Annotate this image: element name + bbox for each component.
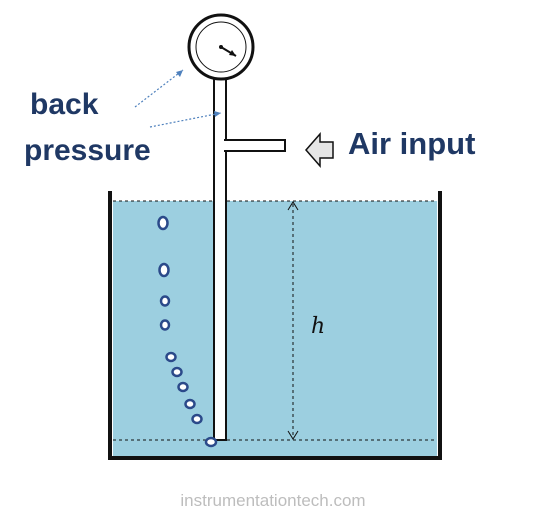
pointer-arrowhead-gauge <box>176 70 183 77</box>
height-arrow-bottom <box>287 430 299 440</box>
pressure-gauge-icon <box>187 13 255 81</box>
height-label: h <box>311 314 326 339</box>
back-label: back <box>30 88 99 121</box>
air-input-label: Air input <box>348 126 476 161</box>
pressure-label: pressure <box>24 134 151 167</box>
air-bubble-icon <box>157 215 218 448</box>
back-pressure-pointer-tube <box>149 112 222 128</box>
back-pressure-pointer-gauge <box>134 69 184 108</box>
branch-joint-mask <box>222 141 228 150</box>
air-inlet-branch <box>224 139 286 152</box>
height-arrow-top <box>287 201 299 211</box>
watermark: instrumentationtech.com <box>180 491 366 510</box>
arrow-left-icon <box>305 132 334 168</box>
pointer-arrowhead-tube <box>214 111 221 117</box>
tank-outline <box>108 191 442 460</box>
dip-tube <box>213 78 227 441</box>
